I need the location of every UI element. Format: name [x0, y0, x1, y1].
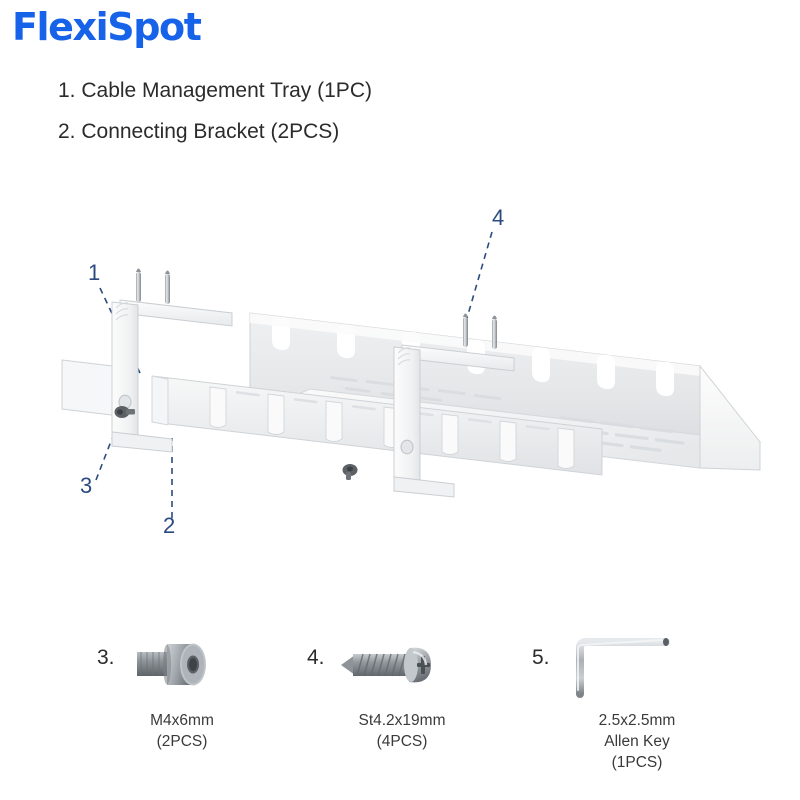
caption-line: 2.5x2.5mm — [598, 712, 676, 729]
hardware-item-number: 5. — [532, 646, 550, 669]
hardware-item-st4-2x19mm: 4. — [285, 628, 515, 800]
hardware-item-m4x6mm: 3. — [75, 628, 305, 800]
caption-line: M4x6mm — [150, 712, 214, 729]
allen-key-icon — [558, 632, 708, 698]
bracket-right-screws — [463, 313, 497, 349]
bracket-left-clamp-foot — [111, 431, 173, 453]
caption-line: Allen Key — [604, 733, 670, 751]
pan-head-phillips-screw-icon — [333, 632, 483, 698]
bracket-right-plate — [393, 346, 421, 481]
tray-cable-fingers — [209, 386, 575, 469]
hardware-item-caption: 2.5x2.5mm Allen Key (1PCS) — [522, 710, 752, 773]
callout-4-number: 4 — [492, 205, 504, 230]
bracket-left-screws — [136, 268, 170, 304]
tray-right-end-wall — [699, 364, 761, 471]
caption-line: (4PCS) — [376, 733, 428, 751]
hardware-item-number: 4. — [307, 646, 325, 669]
callout-4-leader — [466, 231, 493, 319]
bracket-left-flat-tab — [61, 359, 113, 416]
hardware-item-caption: St4.2x19mm (4PCS) — [287, 710, 517, 752]
bracket-right-ribs — [397, 347, 411, 366]
callout-1-number: 1 — [88, 260, 100, 285]
flexispot-logo: FlexiSpot — [12, 5, 202, 49]
callout-2-number: 2 — [163, 513, 175, 538]
hardware-item-allen-key: 5. 2.5x2.5mm — [510, 628, 740, 800]
bracket-right-clamp-foot — [393, 476, 455, 498]
callout-4: 4 — [466, 205, 504, 319]
tray-left-end-cap — [151, 375, 169, 426]
hardware-item-number: 3. — [97, 646, 115, 669]
caption-line: (2PCS) — [156, 733, 208, 751]
parts-list-item-2: 2. Connecting Bracket (2PCS) — [58, 120, 340, 143]
hex-socket-bolt-icon — [123, 632, 273, 698]
exploded-assembly-diagram: 1 3 2 4 — [0, 180, 800, 540]
exploded-bolt-left — [114, 406, 135, 418]
parts-list-item-1: 1. Cable Management Tray (1PC) — [58, 79, 372, 102]
connecting-bracket-right — [393, 313, 515, 498]
hardware-item-caption: M4x6mm (2PCS) — [67, 710, 297, 752]
caption-line: St4.2x19mm — [358, 712, 446, 729]
bracket-right-bolt-hole — [400, 439, 414, 455]
callout-3-number: 3 — [80, 473, 92, 498]
hardware-list: 3. — [0, 628, 800, 800]
cable-management-tray — [151, 312, 762, 476]
callout-2: 2 — [163, 438, 175, 538]
parts-list: 1. Cable Management Tray (1PC) 2. Connec… — [58, 80, 578, 162]
bracket-left-ribs — [115, 302, 129, 321]
connecting-bracket-left — [61, 268, 233, 453]
caption-line: (1PCS) — [611, 754, 663, 772]
exploded-bolt-middle — [342, 464, 358, 480]
